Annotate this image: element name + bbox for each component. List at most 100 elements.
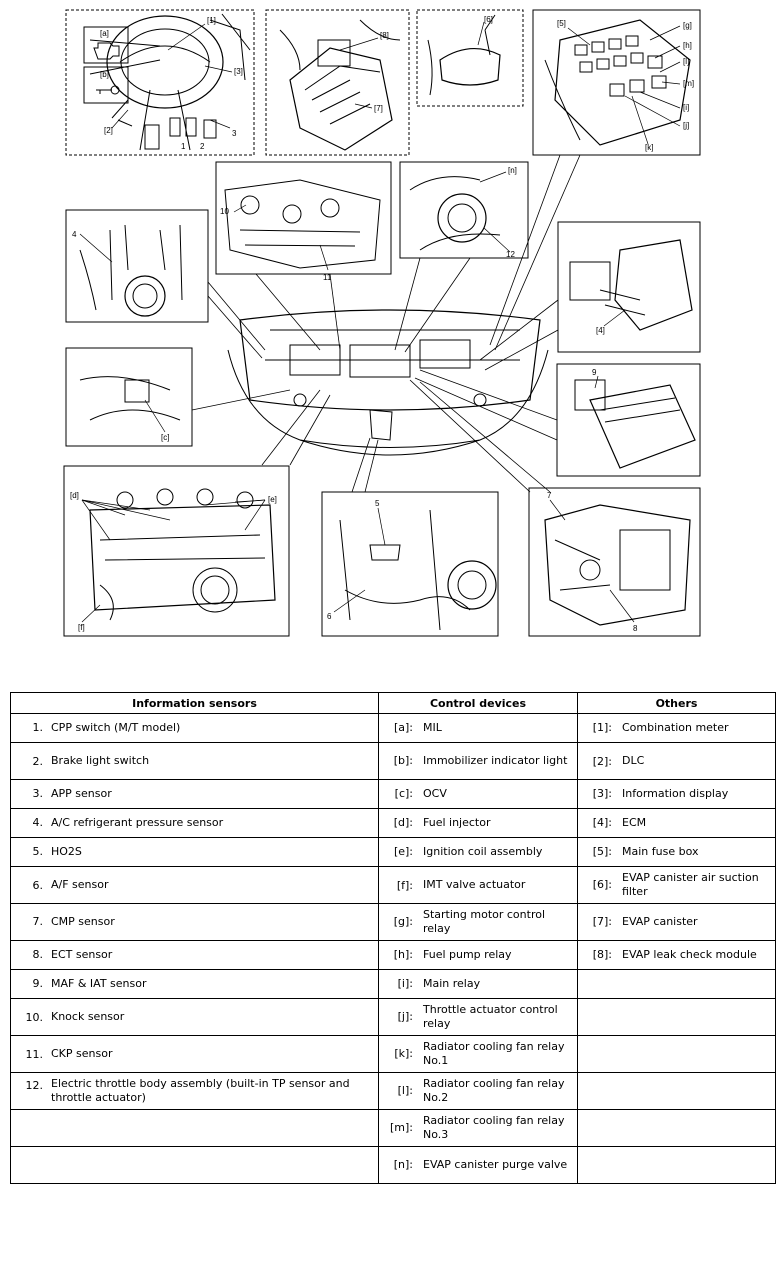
item-key: [c]: <box>394 787 413 801</box>
table-cell: [f]:IMT valve actuator <box>378 866 578 904</box>
callout-d: [d] <box>70 491 79 500</box>
item-label: Throttle actuator control relay <box>423 1003 558 1030</box>
component-legend-table: Information sensors Control devices Othe… <box>10 692 776 1184</box>
table-cell: [n]:EVAP canister purge valve <box>378 1146 578 1184</box>
item-label: Immobilizer indicator light <box>423 754 568 768</box>
item-key: [f]: <box>396 879 413 893</box>
table-row: 7.CMP sensor[g]:Starting motor control r… <box>10 903 776 941</box>
table-cell: [g]:Starting motor control relay <box>378 903 578 941</box>
table-cell: 9. MAF & IAT sensor <box>10 969 379 999</box>
callout-7: 7 <box>547 491 552 500</box>
callout-c: [c] <box>161 433 169 442</box>
table-cell: [e]:Ignition coil assembly <box>378 837 578 867</box>
table-cell: [6]: EVAP canister air suction filter <box>577 866 776 904</box>
item-label: Main fuse box <box>622 845 699 859</box>
table-cell: [b]: Immobilizer indicator light <box>378 742 578 780</box>
item-key: [b]: <box>393 754 413 768</box>
item-key: [g]: <box>393 915 413 929</box>
table-cell: 3.APP sensor <box>10 779 379 809</box>
table-row: 6.A/F sensor[f]:IMT valve actuator [6]: EV… <box>10 866 776 904</box>
callout-g: [g] <box>683 21 692 30</box>
item-label: MIL <box>423 721 442 735</box>
item-label: Radiator cooling fan relay No.1 <box>423 1040 565 1067</box>
item-label: MAF & IAT sensor <box>51 977 147 991</box>
callout-6: 6 <box>327 612 332 621</box>
table-cell: [l]:Radiator cooling fan relay No.2 <box>378 1072 578 1110</box>
item-key: [d]: <box>393 816 413 830</box>
table-cell: [7]:EVAP canister <box>577 903 776 941</box>
item-label: EVAP canister air suction filter <box>622 871 759 898</box>
item-key: 1. <box>32 721 44 735</box>
item-key: 2. <box>32 755 44 769</box>
table-cell <box>577 1146 776 1184</box>
table-cell <box>577 1035 776 1073</box>
header-information-sensors: Information sensors <box>10 692 379 714</box>
callout-o5: [5] <box>557 19 566 28</box>
callout-5: 5 <box>375 499 380 508</box>
header-control-devices: Control devices <box>378 692 578 714</box>
callout-8: 8 <box>633 624 638 633</box>
item-key: 10. <box>25 1011 44 1025</box>
callout-i: [i] <box>683 103 689 112</box>
item-key: [h]: <box>393 948 413 962</box>
item-key: [6]: <box>592 878 612 892</box>
table-cell: [c]:OCV <box>378 779 578 809</box>
item-key: 4. <box>32 816 44 830</box>
callout-o1: [1] <box>207 16 216 25</box>
callout-o3: [3] <box>234 67 243 76</box>
item-label: ECM <box>622 816 647 830</box>
item-key: [1]: <box>592 721 612 735</box>
item-key: 5. <box>32 845 44 859</box>
immobilizer-symbol-box <box>83 66 129 104</box>
item-label: Radiator cooling fan relay No.3 <box>423 1114 565 1141</box>
item-label: Main relay <box>423 977 481 991</box>
inset-cmp-ect-sensor <box>528 487 701 637</box>
table-row: 8.ECT sensor[h]:Fuel pump relay[8]:EVAP … <box>10 940 776 970</box>
item-label: HO2S <box>51 845 82 859</box>
callout-3: 3 <box>232 129 237 138</box>
callout-9: 9 <box>592 368 597 377</box>
item-key: [n]: <box>393 1158 413 1172</box>
inset-injector-ignition-coil <box>63 465 290 637</box>
item-key: [m]: <box>389 1121 413 1135</box>
item-key: [5]: <box>592 845 612 859</box>
item-label: EVAP canister <box>622 915 698 929</box>
callout-h: [h] <box>683 41 692 50</box>
item-label: A/F sensor <box>51 878 109 892</box>
item-key: 9. <box>32 977 44 991</box>
callout-l: [l] <box>683 57 689 66</box>
callout-o8: [8] <box>380 31 389 40</box>
inset-throttle-body <box>399 161 529 259</box>
table-row: 9.MAF & IAT sensor[i]:Main relay <box>10 969 776 999</box>
table-cell: [3]:Information display <box>577 779 776 809</box>
table-cell: [k]: Radiator cooling fan relay No.1 <box>378 1035 578 1073</box>
callout-11: 11 <box>323 273 332 282</box>
table-cell <box>10 1146 379 1184</box>
table-cell: 10.Knock sensor <box>10 998 379 1036</box>
table-cell: [5]: Main fuse box <box>577 837 776 867</box>
callout-o4: [4] <box>596 326 605 335</box>
item-label: Radiator cooling fan relay No.2 <box>423 1077 565 1104</box>
callout-12: 12 <box>506 250 515 259</box>
item-label: Brake light switch <box>51 754 150 768</box>
item-label: CMP sensor <box>51 915 115 929</box>
table-cell: 11.CKP sensor <box>10 1035 379 1073</box>
table-cell: [4]:ECM <box>577 808 776 838</box>
component-location-diagram: [1] [3] [a] [b] [2] 1 2 3 [8] [7] [6] [5… <box>63 9 701 637</box>
item-label: CKP sensor <box>51 1047 113 1061</box>
table-cell: 12.Electric throttle body assembly (buil… <box>10 1072 379 1110</box>
callout-o2: [2] <box>104 126 113 135</box>
callout-a: [a] <box>100 29 109 38</box>
item-key: [j]: <box>397 1010 413 1024</box>
item-label: Information display <box>622 787 729 801</box>
item-key: [a]: <box>393 721 413 735</box>
table-cell: [j]: Throttle actuator control relay <box>378 998 578 1036</box>
item-key: [k]: <box>394 1047 413 1061</box>
table-cell: [2]:DLC <box>577 742 776 780</box>
table-row: 4.A/C refrigerant pressure sensor[d]:Fue… <box>10 808 776 838</box>
table-cell: 6.A/F sensor <box>10 866 379 904</box>
inset-main-fuse-box <box>532 9 701 156</box>
callout-k: [k] <box>645 143 653 152</box>
engine-icon <box>93 42 120 60</box>
table-row: 1.CPP switch (M/T model)[a]:MIL[1]:Combi… <box>10 713 776 743</box>
